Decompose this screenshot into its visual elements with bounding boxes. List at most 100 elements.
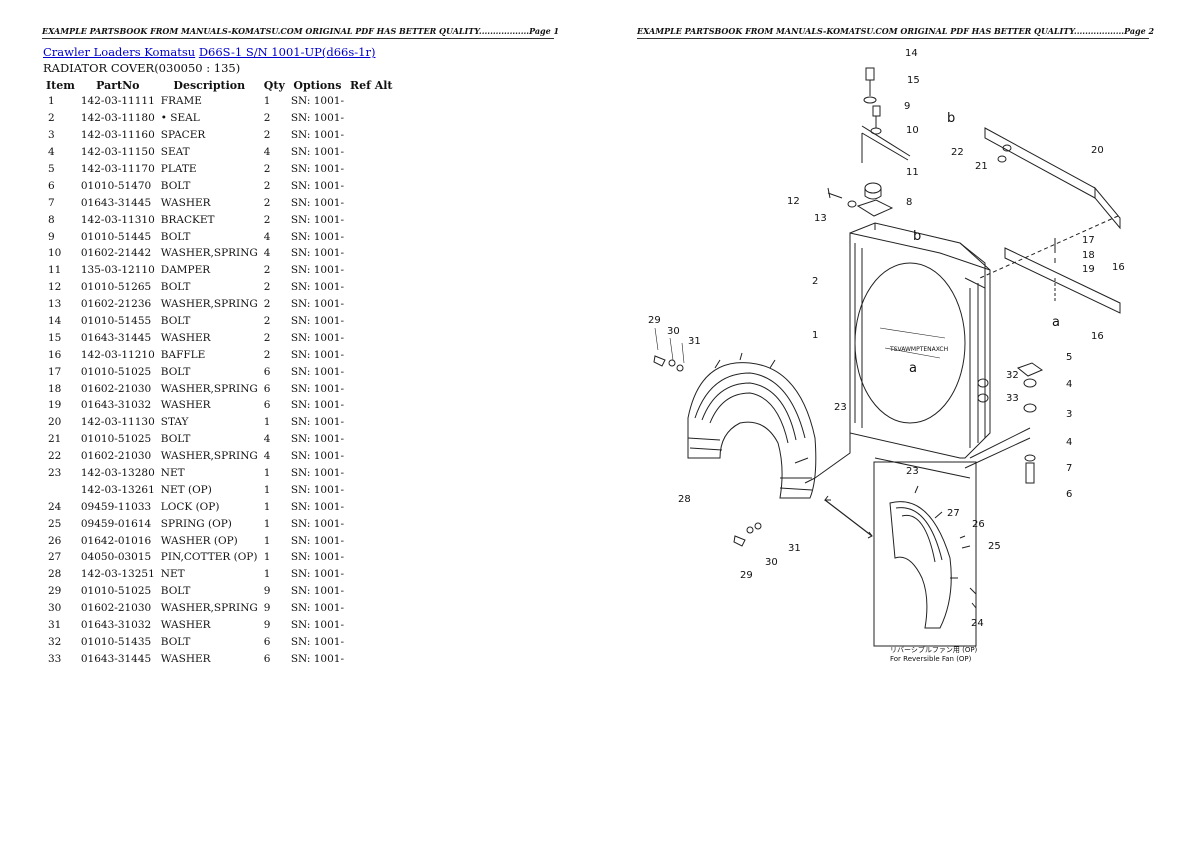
cell-item: 26 (48, 534, 62, 547)
cell-item: 12 (48, 281, 62, 294)
callout-20: 20 (1091, 145, 1104, 156)
cell-ref-alt (347, 380, 396, 397)
breadcrumb-link-model[interactable]: D66S-1 S/N 1001-UP(d66s-1r) (198, 45, 376, 59)
cell-description: • SEAL (160, 112, 200, 125)
cell-item: 32 (48, 635, 62, 648)
callout-8: 8 (906, 197, 912, 208)
cell-ref-alt (347, 177, 396, 194)
breadcrumb-link-model-family[interactable]: Crawler Loaders Komatsu (43, 45, 196, 59)
cell-description: BOLT (160, 433, 191, 446)
cell-options: SN: 1001- (290, 213, 344, 226)
cell-description: BOLT (160, 179, 191, 192)
diagram-callouts: 14 15 9 10 11 8 12 13 b 22 21 20 17 18 1… (648, 48, 1125, 663)
cell-description: WASHER,SPRING (160, 602, 258, 615)
cell-description: WASHER,SPRING (160, 247, 258, 260)
cell-options: SN: 1001- (290, 399, 344, 412)
cell-description: BOLT (160, 230, 191, 243)
callout-31-bottom: 31 (788, 543, 801, 554)
cell-qty: 4 (263, 433, 271, 446)
cell-options: SN: 1001- (290, 500, 344, 513)
cell-partno: 01010-51445 (80, 230, 152, 243)
cell-description: PLATE (160, 163, 197, 175)
cell-ref-alt (347, 617, 396, 634)
cell-ref-alt (347, 634, 396, 651)
cell-ref-alt (347, 465, 396, 482)
cell-options: SN: 1001- (290, 95, 344, 108)
cell-partno: 142-03-11111 (80, 95, 155, 108)
cell-description: STAY (160, 416, 189, 429)
col-header-qty: Qty (263, 78, 285, 92)
cell-ref-alt (347, 127, 396, 144)
cell-qty: 6 (263, 635, 271, 648)
section-title: RADIATOR COVER(030050 : 135) (43, 61, 241, 75)
frame-stamp-text: TSVAWMPTENAXCH (889, 346, 948, 353)
cell-options: SN: 1001- (290, 129, 344, 142)
cell-qty: 1 (263, 500, 271, 513)
callout-10: 10 (906, 125, 919, 136)
cell-ref-alt (347, 448, 396, 465)
cell-ref-alt (347, 363, 396, 380)
cell-options: SN: 1001- (290, 433, 344, 446)
callout-29-bottom: 29 (740, 570, 753, 581)
cell-item: 9 (48, 230, 55, 243)
col-header-options: Options (293, 78, 342, 92)
cell-item: 18 (48, 382, 62, 395)
callout-16-top: 16 (1112, 262, 1125, 273)
callout-21: 21 (975, 161, 988, 172)
callout-19: 19 (1082, 264, 1095, 275)
callout-23: 23 (834, 402, 847, 413)
callout-b-top: b (947, 111, 955, 126)
cell-partno: 01643-31445 (80, 196, 152, 209)
cell-partno: 142-03-13261 (80, 483, 155, 496)
cell-description: DAMPER (160, 264, 211, 277)
cell-options: SN: 1001- (290, 635, 344, 648)
radiator-cover-exploded-diagram: 14 15 9 10 11 8 12 13 b 22 21 20 17 18 1… (648, 48, 1125, 663)
cell-description: WASHER (160, 652, 211, 665)
cell-item: 3 (48, 129, 55, 142)
cell-description: WASHER (160, 331, 211, 344)
cell-ref-alt (347, 211, 396, 228)
cell-partno: 01643-31032 (80, 399, 152, 412)
cell-description: WASHER (160, 399, 211, 412)
cell-description: NET (OP) (160, 483, 212, 496)
cell-qty: 2 (263, 213, 271, 226)
callout-1: 1 (812, 330, 818, 341)
cell-options: SN: 1001- (290, 163, 344, 175)
cell-item: 4 (48, 146, 55, 159)
cell-ref-alt (347, 583, 396, 600)
cell-ref-alt (347, 228, 396, 245)
bolt-14 (865, 67, 875, 81)
cell-partno: 01010-51265 (80, 281, 152, 294)
cell-description: BOLT (160, 635, 191, 648)
cell-item: 17 (48, 365, 62, 378)
cell-options: SN: 1001- (290, 112, 344, 125)
callout-4-lower: 4 (1066, 437, 1072, 448)
cell-description: BOLT (160, 315, 191, 328)
cell-partno: 142-03-11170 (80, 163, 155, 175)
inset-caption-en: For Reversible Fan (OP) (890, 655, 972, 663)
cell-options: SN: 1001- (290, 331, 344, 344)
table-header-row: Item PartNo Description Qty Options Ref … (43, 77, 396, 93)
callout-a-center: a (909, 361, 917, 376)
cell-description: PIN,COTTER (OP) (160, 551, 258, 564)
cell-partno: 09459-11033 (80, 500, 152, 513)
cell-qty: 2 (263, 264, 271, 277)
cell-description: BOLT (160, 365, 191, 378)
cell-item: 1 (48, 95, 55, 108)
cell-description: WASHER,SPRING (160, 382, 258, 395)
callout-3: 3 (1066, 409, 1072, 420)
cell-qty: 1 (263, 551, 271, 564)
